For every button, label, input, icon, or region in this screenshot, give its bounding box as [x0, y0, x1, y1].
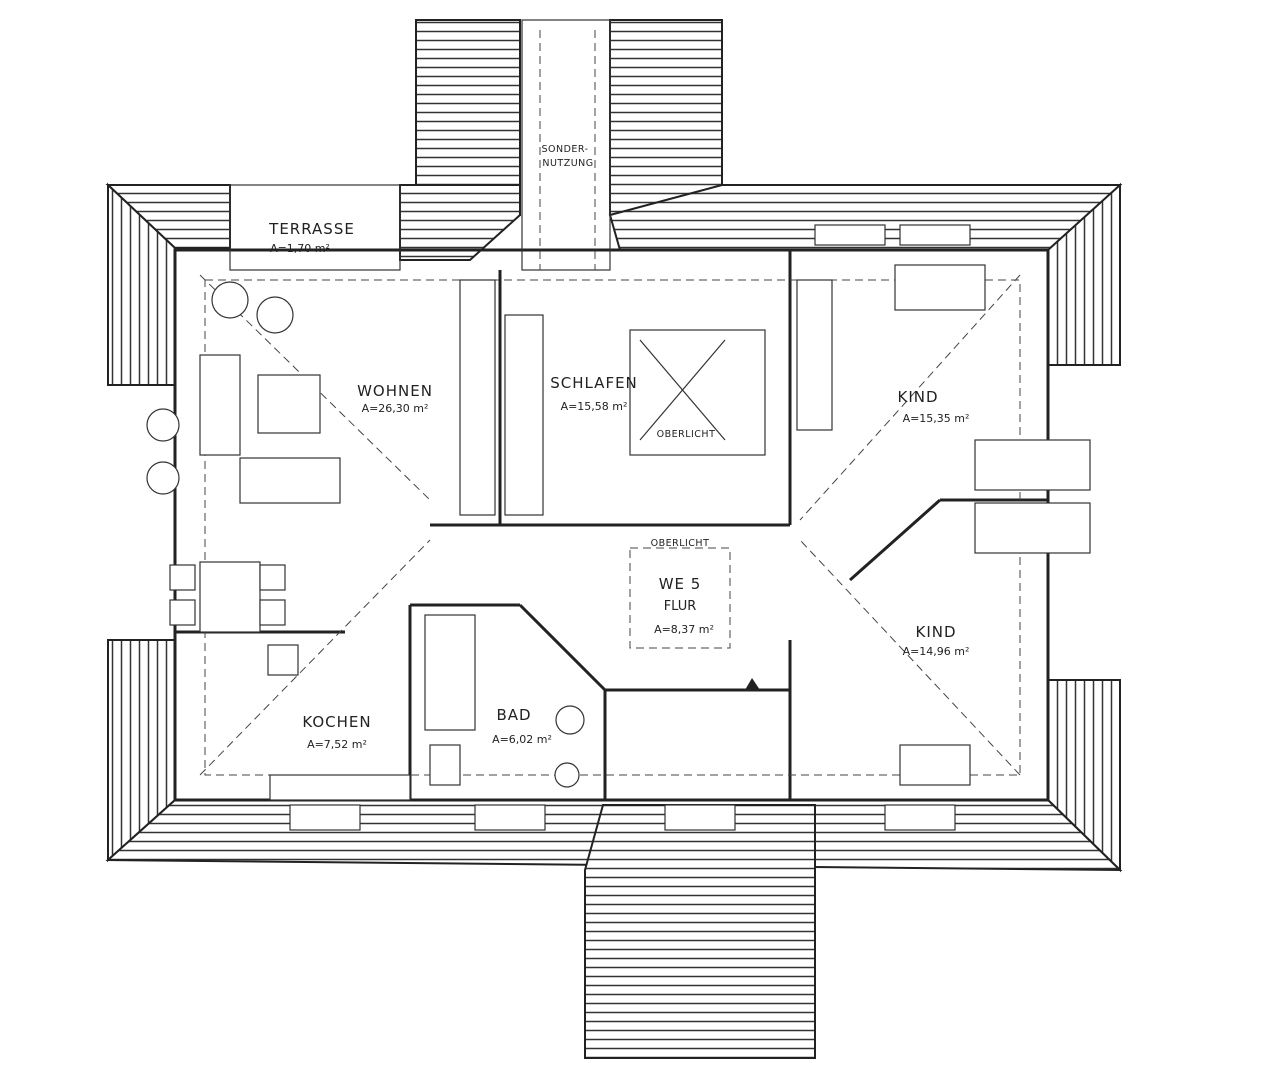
sondernutzung-line1: SONDER- — [541, 144, 588, 155]
room-name: BAD — [496, 706, 531, 724]
room-terrasse: TERRASSE A=1,70 m² — [268, 220, 355, 255]
room-area: A=14,96 m² — [903, 645, 970, 658]
room-area: A=15,58 m² — [561, 400, 628, 413]
room-name: FLUR — [664, 599, 697, 614]
oberlicht-schlafen-label: OBERLICHT — [657, 429, 716, 440]
room-name: WOHNEN — [357, 382, 433, 400]
room-area: A=26,30 m² — [362, 402, 429, 415]
room-area: A=15,35 m² — [903, 412, 970, 425]
room-kind-2: KIND A=14,96 m² — [903, 623, 970, 658]
room-schlafen: SCHLAFEN A=15,58 m² — [550, 374, 638, 413]
furniture — [146, 224, 1091, 831]
room-kind-1: KIND A=15,35 m² — [897, 388, 969, 425]
room-name: KIND — [897, 388, 938, 406]
sondernutzung-label: SONDER- NUTZUNG — [541, 144, 593, 169]
room-name: KIND — [915, 623, 956, 641]
room-area: A=1,70 m² — [270, 242, 330, 255]
room-wohnen: WOHNEN A=26,30 m² — [357, 382, 433, 415]
room-bad: BAD A=6,02 m² — [492, 706, 552, 746]
room-flur: WE 5 FLUR A=8,37 m² — [654, 575, 714, 636]
room-name: KOCHEN — [302, 713, 371, 731]
unit-label: WE 5 — [659, 575, 702, 593]
room-name: TERRASSE — [268, 220, 355, 238]
sondernutzung-line2: NUTZUNG — [542, 158, 593, 169]
room-name: SCHLAFEN — [550, 374, 638, 392]
room-area: A=6,02 m² — [492, 733, 552, 746]
room-kochen: KOCHEN A=7,52 m² — [302, 713, 371, 751]
oberlicht-flur-label: OBERLICHT — [651, 538, 710, 549]
room-area: A=8,37 m² — [654, 623, 714, 636]
roof-hatching — [105, 19, 1123, 1059]
room-area: A=7,52 m² — [307, 738, 367, 751]
